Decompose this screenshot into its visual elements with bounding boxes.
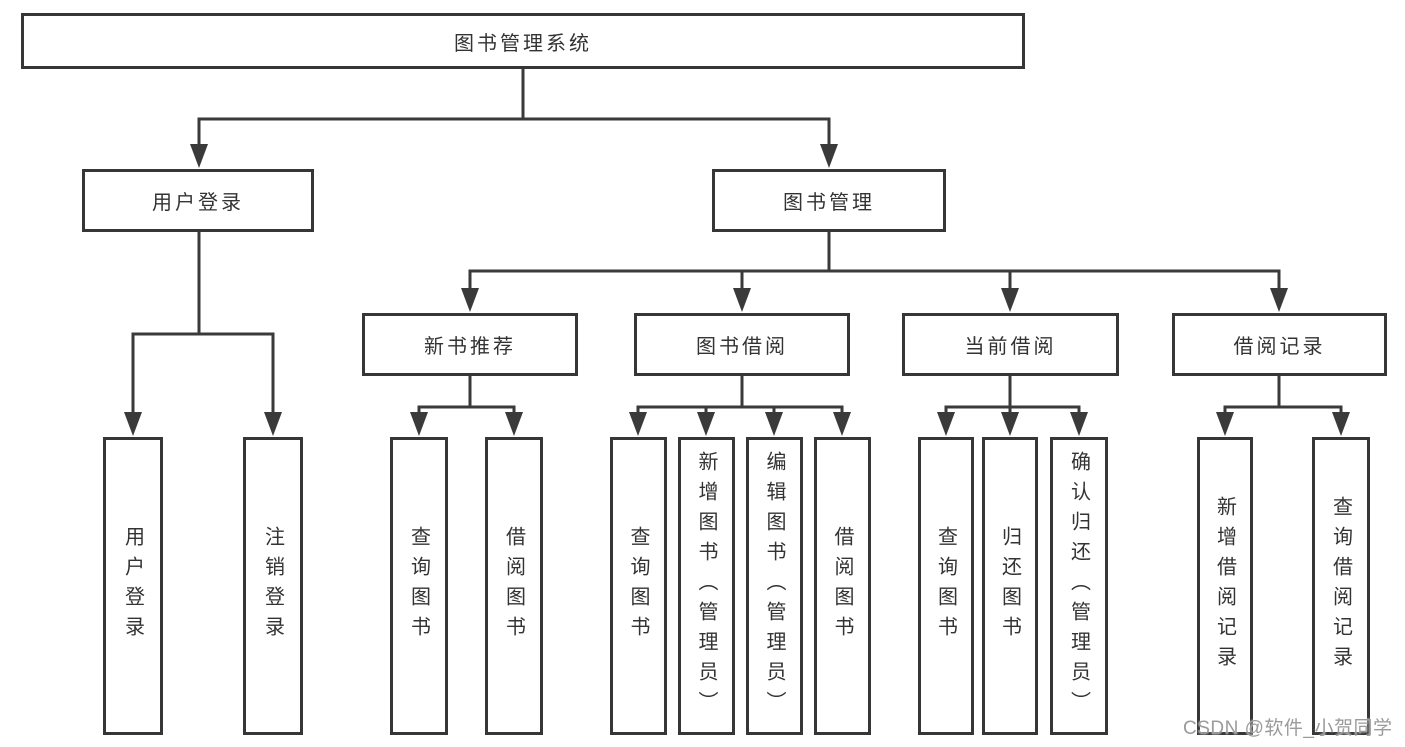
node-label: 当前借阅: [964, 336, 1057, 358]
leaf-label: 新增图书（管理员）: [695, 451, 717, 721]
arrowhead-icon: [1001, 412, 1019, 436]
node-new-book-recommend: 新书推荐: [362, 313, 578, 376]
connector: [468, 269, 1281, 298]
arrowhead-icon: [765, 412, 783, 436]
node-borrowing-records: 借阅记录: [1172, 313, 1387, 376]
node-current-borrowing: 当前借阅: [902, 313, 1119, 376]
connector: [417, 405, 516, 422]
node-label: 借阅记录: [1233, 336, 1326, 358]
arrowhead-icon: [1001, 288, 1019, 312]
watermark-text: CSDN @软件_小贺同学: [1183, 718, 1393, 739]
leaf-label: 借阅图书: [502, 526, 525, 646]
node-label: 图书管理系统: [454, 32, 592, 55]
leaf-borrow-books-1: 借阅图书: [485, 437, 543, 735]
arrowhead-icon: [1216, 412, 1234, 436]
arrowhead-icon: [124, 412, 142, 436]
arrowhead-icon: [1270, 288, 1288, 312]
leaf-logout: 注销登录: [243, 437, 303, 735]
leaf-add-borrow-record: 新增借阅记录: [1197, 437, 1253, 735]
arrowhead-icon: [1070, 412, 1088, 436]
node-label: 用户登录: [152, 192, 244, 214]
node-label: 图书管理: [783, 192, 875, 214]
leaf-borrow-books-2: 借阅图书: [814, 437, 871, 735]
arrowhead-icon: [733, 288, 751, 312]
leaf-edit-books-admin: 编辑图书（管理员）: [746, 437, 803, 735]
arrowhead-icon: [1332, 412, 1350, 436]
node-label: 图书借阅: [696, 336, 788, 358]
connector: [197, 117, 831, 154]
arrowhead-icon: [505, 412, 523, 436]
leaf-label: 查询借阅记录: [1329, 496, 1352, 676]
node-user-login: 用户登录: [82, 169, 314, 232]
leaf-label: 新增借阅记录: [1213, 496, 1236, 676]
arrowhead-icon: [461, 288, 479, 312]
leaf-query-books-2: 查询图书: [610, 437, 667, 735]
leaf-add-books-admin: 新增图书（管理员）: [678, 437, 735, 735]
leaf-query-books-1: 查询图书: [390, 437, 448, 735]
arrowhead-icon: [820, 144, 838, 168]
arrowhead-icon: [629, 412, 647, 436]
node-book-management: 图书管理: [712, 169, 946, 232]
leaf-label: 查询图书: [627, 526, 649, 646]
arrowhead-icon: [190, 144, 208, 168]
arrowhead-icon: [264, 412, 282, 436]
node-book-borrowing: 图书借阅: [634, 313, 850, 376]
leaf-label: 确认归还（管理员）: [1067, 451, 1090, 721]
leaf-label: 注销登录: [261, 526, 284, 646]
leaf-label: 查询图书: [407, 526, 430, 646]
connector: [1223, 405, 1343, 422]
leaf-confirm-return-admin: 确认归还（管理员）: [1050, 437, 1108, 735]
arrowhead-icon: [937, 412, 955, 436]
leaf-label: 编辑图书（管理员）: [763, 451, 785, 721]
leaf-user-login: 用户登录: [103, 437, 163, 735]
node-library-system: 图书管理系统: [21, 13, 1025, 69]
arrowhead-icon: [697, 412, 715, 436]
leaf-label: 借阅图书: [831, 526, 853, 646]
arrowhead-icon: [410, 412, 428, 436]
connector-arrowheads: [124, 144, 1350, 436]
leaf-return-books: 归还图书: [982, 437, 1038, 735]
leaf-query-borrow-record: 查询借阅记录: [1312, 437, 1370, 735]
arrowhead-icon: [833, 412, 851, 436]
connector: [636, 405, 844, 422]
leaf-label: 归还图书: [998, 526, 1021, 646]
leaf-query-books-3: 查询图书: [918, 437, 974, 735]
node-label: 新书推荐: [424, 336, 516, 358]
leaf-label: 查询图书: [934, 526, 957, 646]
connector: [131, 332, 275, 422]
leaf-label: 用户登录: [121, 526, 144, 646]
